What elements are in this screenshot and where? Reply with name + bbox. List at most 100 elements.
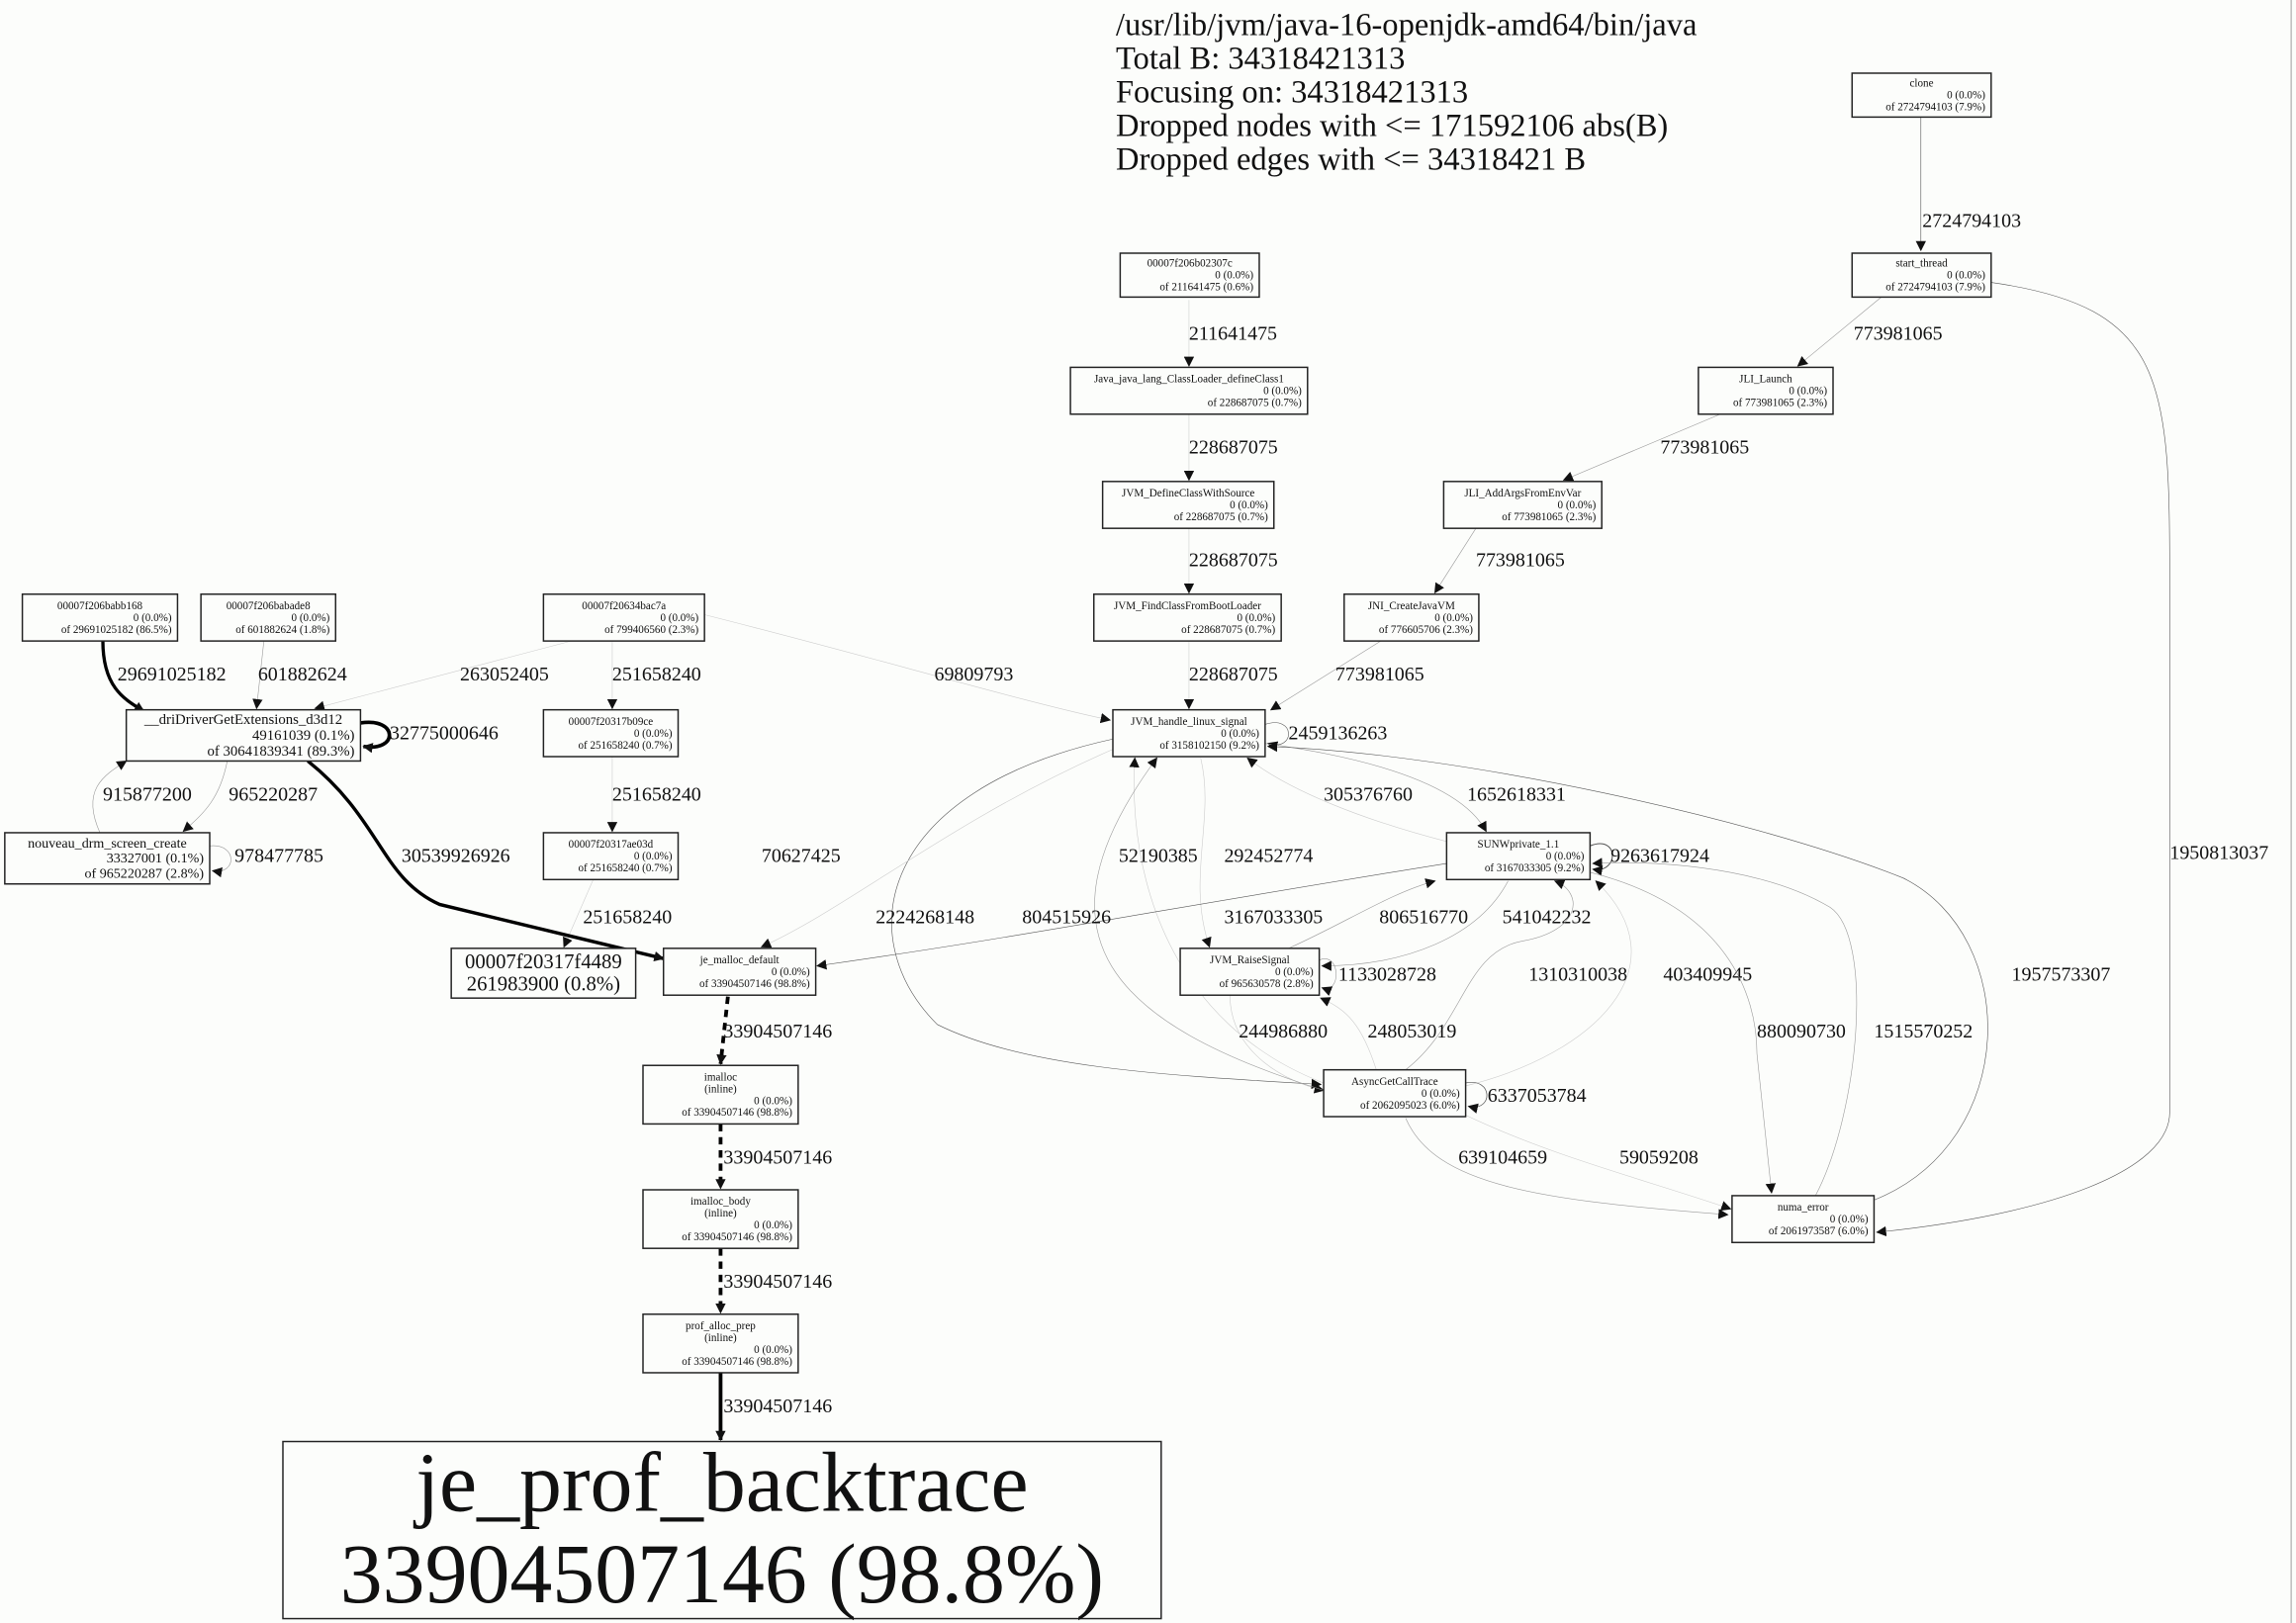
edge-line [1266,741,1988,1201]
node-value: 0 (0.0%) [1947,270,1985,282]
edge-label: 1652618331 [1467,783,1566,805]
node-name: prof_alloc_prep [686,1320,756,1332]
node-prof-alloc-prep[interactable]: prof_alloc_prep(inline)0 (0.0%)of 339045… [642,1313,799,1374]
edge-numa_error-to-jvm_handle: 1957573307 [1266,741,2111,1201]
edge-label: 3167033305 [1224,907,1323,929]
edge-line [1320,997,1377,1070]
node-box [1442,481,1603,529]
node-box [542,832,680,881]
edge-label: 33904507146 [723,1021,832,1042]
edge-label: 29691025182 [118,664,227,685]
node-value: (inline) [704,1208,737,1219]
edge-label: 33904507146 [723,1396,832,1417]
edge-label: 2724794103 [1922,210,2021,231]
node-define-class1[interactable]: Java_java_lang_ClassLoader_defineClass10… [1069,366,1309,415]
edge-label: 773981065 [1335,664,1424,685]
edge-n_bac7a-to-n_b09ce: 251658240 [606,641,701,710]
edge-label: 639104659 [1458,1146,1547,1168]
node-name: nouveau_drm_screen_create [28,836,187,852]
edge-define_class1-to-define_with_source: 228687075 [1183,413,1278,482]
node-imalloc[interactable]: imalloc(inline)0 (0.0%)of 33904507146 (9… [642,1064,799,1126]
node-value: 0 (0.0%) [634,728,673,740]
node-value: 0 (0.0%) [1434,612,1473,624]
node-value: of 228687075 (0.7%) [1174,511,1268,523]
edge-label: 1310310038 [1528,963,1627,985]
node-value: 33904507146 (98.8%) [340,1527,1104,1621]
edge-clone-to-start_thread: 2724794103 [1915,117,2021,252]
edge-label: 773981065 [1854,322,1943,344]
node-box [1445,832,1592,881]
edge-line [1590,871,1777,1194]
header-dropped-nodes: Dropped nodes with <= 171592106 abs(B) [1116,109,1668,144]
node-sunw[interactable]: SUNWprivate_1.10 (0.0%)of 3167033305 (9.… [1445,832,1592,881]
edge-line [1465,1082,1488,1114]
edge-async_get-to-jvm_handle: 52190385 [1119,757,1325,1084]
node-value: of 33904507146 (98.8%) [682,1231,792,1243]
edge-label: 228687075 [1189,664,1278,685]
edge-dri-to-je_malloc: 30539926926 [307,760,665,962]
edge-async_get-to-jvm_handle: 804515926 [1022,757,1325,1091]
edge-start_thread-to-numa_error: 1950813037 [1876,282,2268,1237]
node-value: of 965630578 (2.8%) [1220,978,1314,990]
node-value: of 2724794103 (7.9%) [1885,282,1985,294]
node-box [1101,481,1275,529]
node-box [1343,593,1480,642]
edge-prof_alloc_prep-to-je_prof_backtrace: 33904507146 [715,1372,832,1442]
node-value: 0 (0.0%) [754,1095,792,1107]
node-value: 0 (0.0%) [1546,851,1585,862]
node-value: of 251658240 (0.7%) [579,862,673,874]
edge-line [1465,880,1632,1087]
edge-label: 228687075 [1189,550,1278,572]
node-name: 00007f20317ae03d [569,839,654,851]
edge-line [1288,878,1436,949]
node-box [1851,72,1992,119]
node-box [4,832,211,885]
edge-define_with_source-to-find_class_boot: 228687075 [1183,528,1278,594]
node-value: of 3158102150 (9.2%) [1159,740,1259,752]
node-value: 0 (0.0%) [660,612,698,624]
edge-line [1321,880,1509,971]
node-name: je_prof_backtrace [413,1435,1028,1529]
edge-jli_launch-to-jli_addargs: 773981065 [1562,413,1749,482]
node-name: JVM_DefineClassWithSource [1122,488,1254,499]
node-value: 0 (0.0%) [772,966,810,978]
edge-line [1590,843,1613,876]
edge-jvm_handle-to-je_malloc: 70627425 [760,749,1114,948]
node-value: of 228687075 (0.7%) [1181,624,1275,636]
node-value: 0 (0.0%) [1558,499,1597,511]
node-name: je_malloc_default [699,954,781,966]
edge-async_get-to-async_get: 6337053784 [1465,1082,1587,1114]
edge-label: 1957573307 [2012,963,2111,985]
edge-line [1129,757,1325,1084]
edge-sunw-to-raise_signal: 541042232 [1321,880,1591,971]
edge-n_b02307c-to-define_class1: 211641475 [1183,300,1277,367]
node-value: 0 (0.0%) [754,1344,792,1356]
node-imalloc-body[interactable]: imalloc_body(inline)0 (0.0%)of 339045071… [642,1189,799,1249]
node-box [125,708,362,763]
node-box [662,947,817,996]
node-name: __driDriverGetExtensions_d3d12 [143,712,342,728]
